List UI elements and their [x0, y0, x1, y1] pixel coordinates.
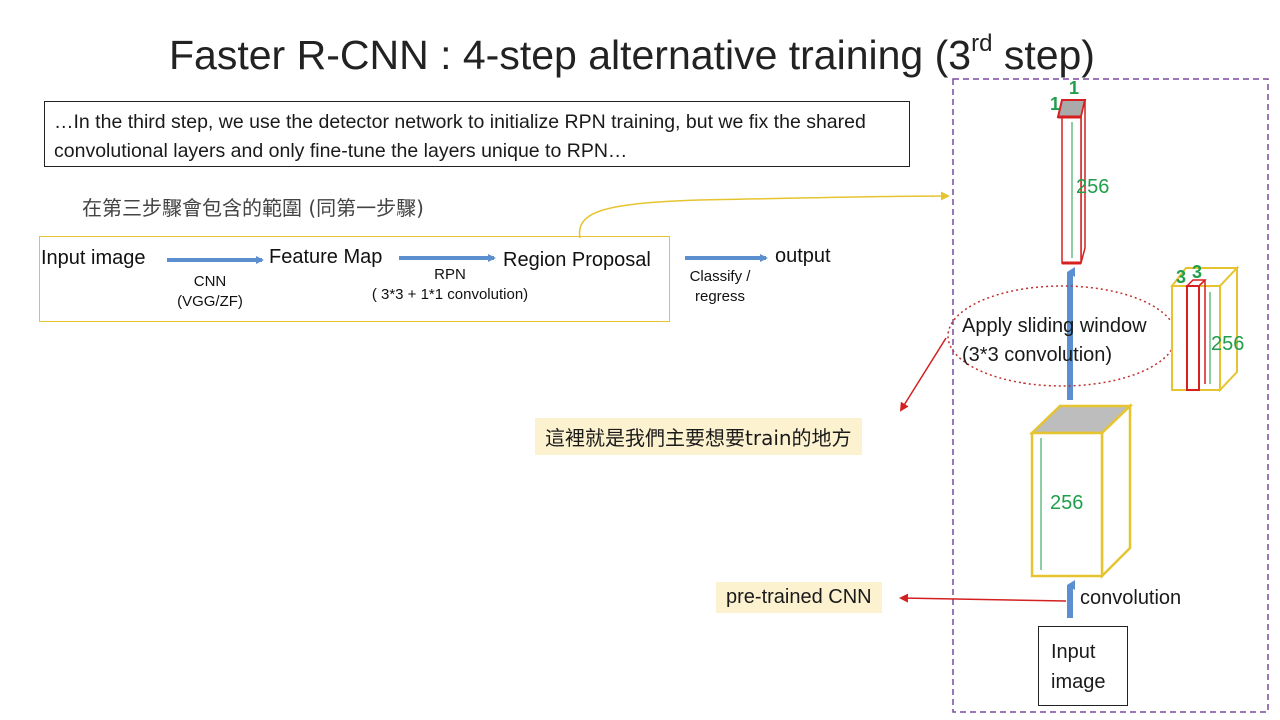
top-block-w-label: 1: [1050, 94, 1061, 114]
scope-arrow: [578, 191, 950, 239]
pretrained-cnn-label: pre-trained CNN: [716, 582, 882, 613]
paper-quote: …In the third step, we use the detector …: [44, 101, 910, 167]
main-block-depth-label: 256: [1050, 492, 1084, 514]
title-superscript: rd: [971, 30, 993, 57]
node-output: output: [775, 245, 831, 267]
edge-label-rpn: RPN ( 3*3 + 1*1 convolution): [371, 266, 529, 303]
node-input-image: Input image: [41, 247, 146, 269]
input-image-box: Input image: [1038, 626, 1128, 706]
arrow-to-train: [899, 337, 947, 412]
top-block-h-label: 1: [1069, 78, 1080, 98]
side-block-w-label: 3: [1176, 267, 1187, 287]
edge-label-cnn: CNN (VGG/ZF): [177, 273, 243, 310]
main-block-256: [1028, 403, 1134, 580]
node-feature-map: Feature Map: [269, 246, 383, 268]
train-here-label: 這裡就是我們主要想要train的地方: [535, 418, 862, 455]
arrow-to-pretrained: [899, 593, 1067, 603]
pipeline-box: [39, 236, 670, 322]
side-block-3x3x256: [1169, 265, 1240, 393]
scope-note: 在第三步驟會包含的範圍 (同第一步驟): [82, 196, 424, 220]
focus-region-border: [952, 78, 1269, 713]
sliding-window-label: Apply sliding window (3*3 convolution): [962, 315, 1147, 366]
slide-title: Faster R-CNN : 4-step alternative traini…: [169, 30, 1095, 78]
edge-label-classify: Classify / regress: [689, 268, 751, 305]
node-region-proposal: Region Proposal: [503, 249, 651, 271]
top-block-1x1x256: [1056, 99, 1087, 265]
side-block-depth-label: 256: [1211, 333, 1245, 355]
top-block-depth-label: 256: [1076, 176, 1110, 198]
convolution-label: convolution: [1080, 587, 1182, 609]
side-block-h-label: 3: [1192, 262, 1203, 282]
